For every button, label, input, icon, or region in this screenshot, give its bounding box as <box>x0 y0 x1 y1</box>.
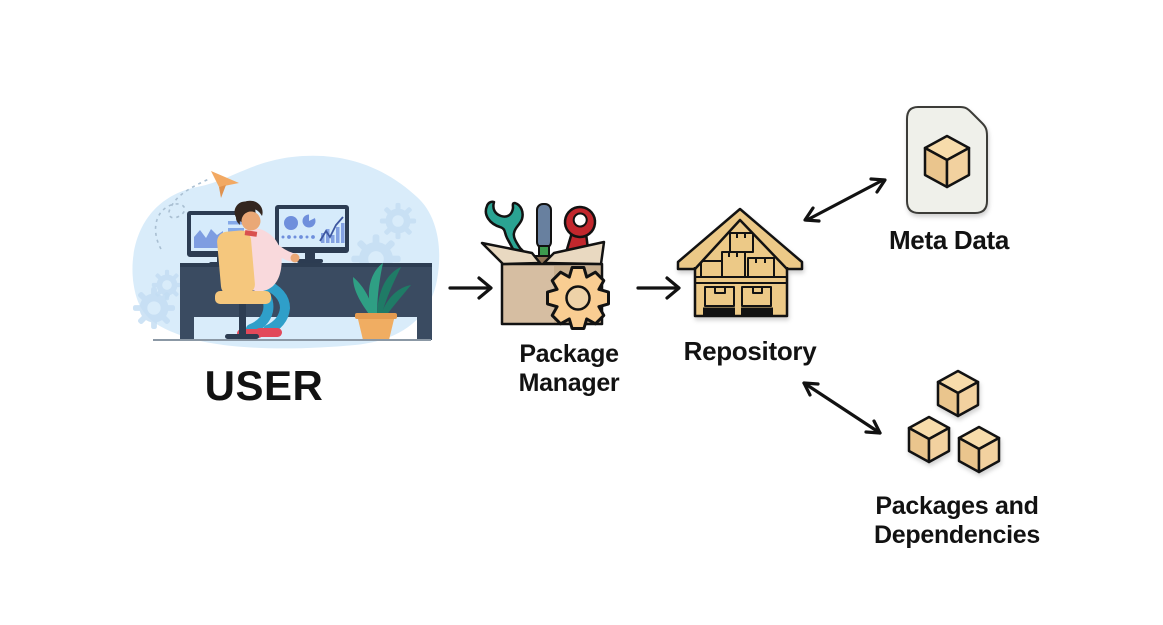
user-illustration <box>132 155 440 349</box>
right-monitor <box>275 205 349 263</box>
arrow-user-to-package-manager <box>448 276 493 300</box>
plant <box>353 263 411 340</box>
meta-data-label: Meta Data <box>888 225 1010 255</box>
screwdriver-icon <box>536 203 552 258</box>
paper-plane-icon <box>211 171 239 198</box>
packages-icon <box>907 369 1001 474</box>
repository-icon <box>676 207 804 318</box>
gear-icon <box>546 266 610 330</box>
chair-back <box>217 230 255 296</box>
repository-label: Repository <box>683 336 817 366</box>
package-manager-icon <box>480 200 610 330</box>
double-arrow-repository-metadata <box>803 177 887 223</box>
chair-seat <box>215 291 271 304</box>
double-arrow-repository-packages <box>802 381 882 435</box>
user-label: USER <box>204 362 324 409</box>
meta-data-icon <box>906 106 988 214</box>
package-manager-label: Package Manager <box>518 340 620 397</box>
cube-icon <box>923 134 971 189</box>
wrench-icon <box>484 200 532 264</box>
arrow-package-manager-to-repository <box>636 276 681 300</box>
lower-boxes <box>704 286 772 307</box>
cube-icon <box>936 369 980 418</box>
person <box>215 200 300 339</box>
packages-label: Packages and Dependencies <box>874 492 1040 549</box>
cube-icon <box>907 415 951 464</box>
dashed-trail <box>154 178 210 250</box>
cube-icon <box>957 425 1001 474</box>
